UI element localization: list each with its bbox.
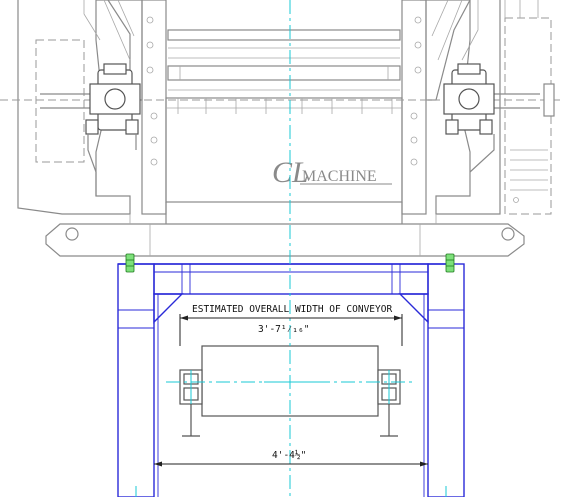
base-plate: [45, 223, 525, 257]
right-post: [427, 263, 465, 497]
left-dashed-panel: [35, 39, 85, 163]
left-bearing: [85, 63, 141, 196]
machine-assembly: [0, 0, 561, 257]
dimensions: ESTIMATED OVERALL WIDTH OF CONVEYOR 3'-7…: [154, 304, 428, 467]
conveyor-frame: [117, 263, 465, 497]
top-rail: [167, 29, 401, 41]
logo-word: MACHINE: [302, 168, 377, 185]
cl-machine-logo: CL MACHINE: [272, 156, 392, 189]
left-post: [117, 263, 155, 497]
mount-bolts: [125, 253, 455, 273]
outer-width-dim: 4'-4½": [272, 450, 306, 461]
right-bearing: [443, 63, 495, 173]
conveyor-width-label: ESTIMATED OVERALL WIDTH OF CONVEYOR: [192, 304, 392, 315]
inner-width-dim: 3'-7¹⁄₁₆": [258, 324, 309, 335]
centerlines: [166, 0, 416, 497]
machine-body: [165, 97, 403, 203]
